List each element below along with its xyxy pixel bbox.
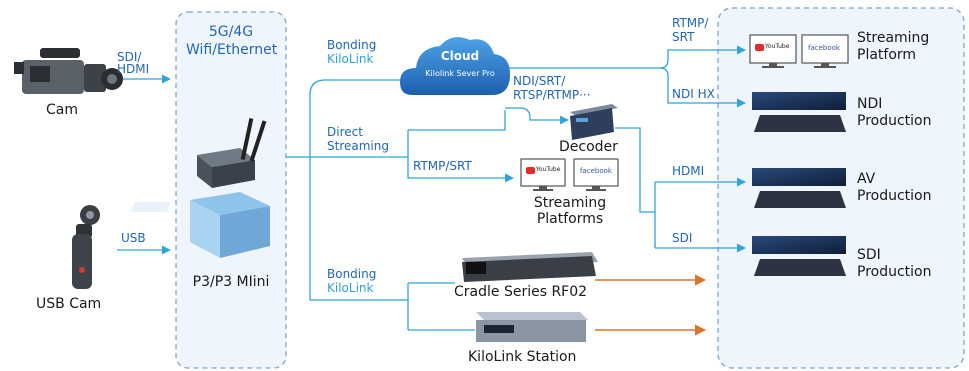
decoder-label: Decoder xyxy=(559,139,618,155)
bonding-bottom-2: KiloLink xyxy=(327,281,374,295)
top-platform-monitors xyxy=(749,34,849,68)
cloud-subtitle: Kilolink Sever Pro xyxy=(425,69,495,78)
cam-link-label-1: SDI/ xyxy=(117,50,142,64)
cam-link-label-2: HDMI xyxy=(117,62,150,76)
dest-av-2: Production xyxy=(857,188,932,204)
production-desk-ndi xyxy=(752,92,846,132)
mid-streaming-1: Streaming xyxy=(533,195,607,211)
rtmp-srt-top-2: SRT xyxy=(672,30,695,44)
usb-cam-icon xyxy=(72,205,100,289)
device-group-box xyxy=(175,11,287,369)
facebook-text-mid: facebook xyxy=(580,167,612,175)
cradle-icon xyxy=(462,252,598,282)
usb-link-label: USB xyxy=(121,231,146,245)
network-label-1: 5G/4G xyxy=(208,24,254,40)
youtube-text-mid: YouTube xyxy=(536,166,561,173)
bonding-top-1: Bonding xyxy=(327,38,377,52)
p3-mini-icon xyxy=(130,192,270,258)
p3-router-icon xyxy=(197,118,267,188)
mid-streaming-2: Platforms xyxy=(536,211,604,227)
dest-av-1: AV xyxy=(857,171,876,187)
dest-streaming-2: Platform xyxy=(857,47,917,63)
ndi-hx-label: NDI HX xyxy=(672,87,715,101)
camcorder-icon xyxy=(14,48,123,94)
dest-sdi-1: SDI xyxy=(857,247,881,263)
direct-1: Direct xyxy=(327,125,363,139)
dest-streaming-1: Streaming xyxy=(857,30,930,46)
dest-ndi-1: NDI xyxy=(857,96,883,112)
production-desk-sdi xyxy=(752,236,846,276)
mid-platform-monitors xyxy=(520,158,619,191)
decoder-icon xyxy=(570,104,618,140)
rtmp-srt-top-1: RTMP/ xyxy=(672,16,709,30)
cloud-title: Cloud xyxy=(440,49,480,63)
sdi-label: SDI xyxy=(672,231,693,245)
routing-lines xyxy=(286,45,746,331)
hdmi-label: HDMI xyxy=(672,164,705,178)
youtube-text-top: YouTube xyxy=(765,43,790,50)
youtube-icon xyxy=(755,44,764,51)
rtmp-srt-mid: RTMP/SRT xyxy=(413,159,472,173)
usb-cam-label: USB Cam xyxy=(36,296,102,312)
network-label-2: Wifi/Ethernet xyxy=(186,42,278,58)
bonding-bottom-1: Bonding xyxy=(327,267,377,281)
device-label: P3/P3 MIini xyxy=(192,274,270,290)
cam-label: Cam xyxy=(46,102,78,118)
cloud-icon xyxy=(400,37,510,95)
facebook-text-top: facebook xyxy=(808,44,840,52)
station-icon xyxy=(476,312,588,342)
cradle-label: Cradle Series RF02 xyxy=(454,284,588,300)
dest-ndi-2: Production xyxy=(857,113,932,129)
ndi-srt-1: NDI/SRT/ xyxy=(513,74,566,88)
station-label: KiloLink Station xyxy=(468,349,577,365)
direct-2: Streaming xyxy=(327,139,389,153)
bonding-top-2: KiloLink xyxy=(327,52,374,66)
ndi-srt-2: RTSP/RTMP··· xyxy=(513,88,591,102)
youtube-icon xyxy=(526,167,535,174)
production-desk-av xyxy=(752,168,846,208)
dest-sdi-2: Production xyxy=(857,264,932,280)
